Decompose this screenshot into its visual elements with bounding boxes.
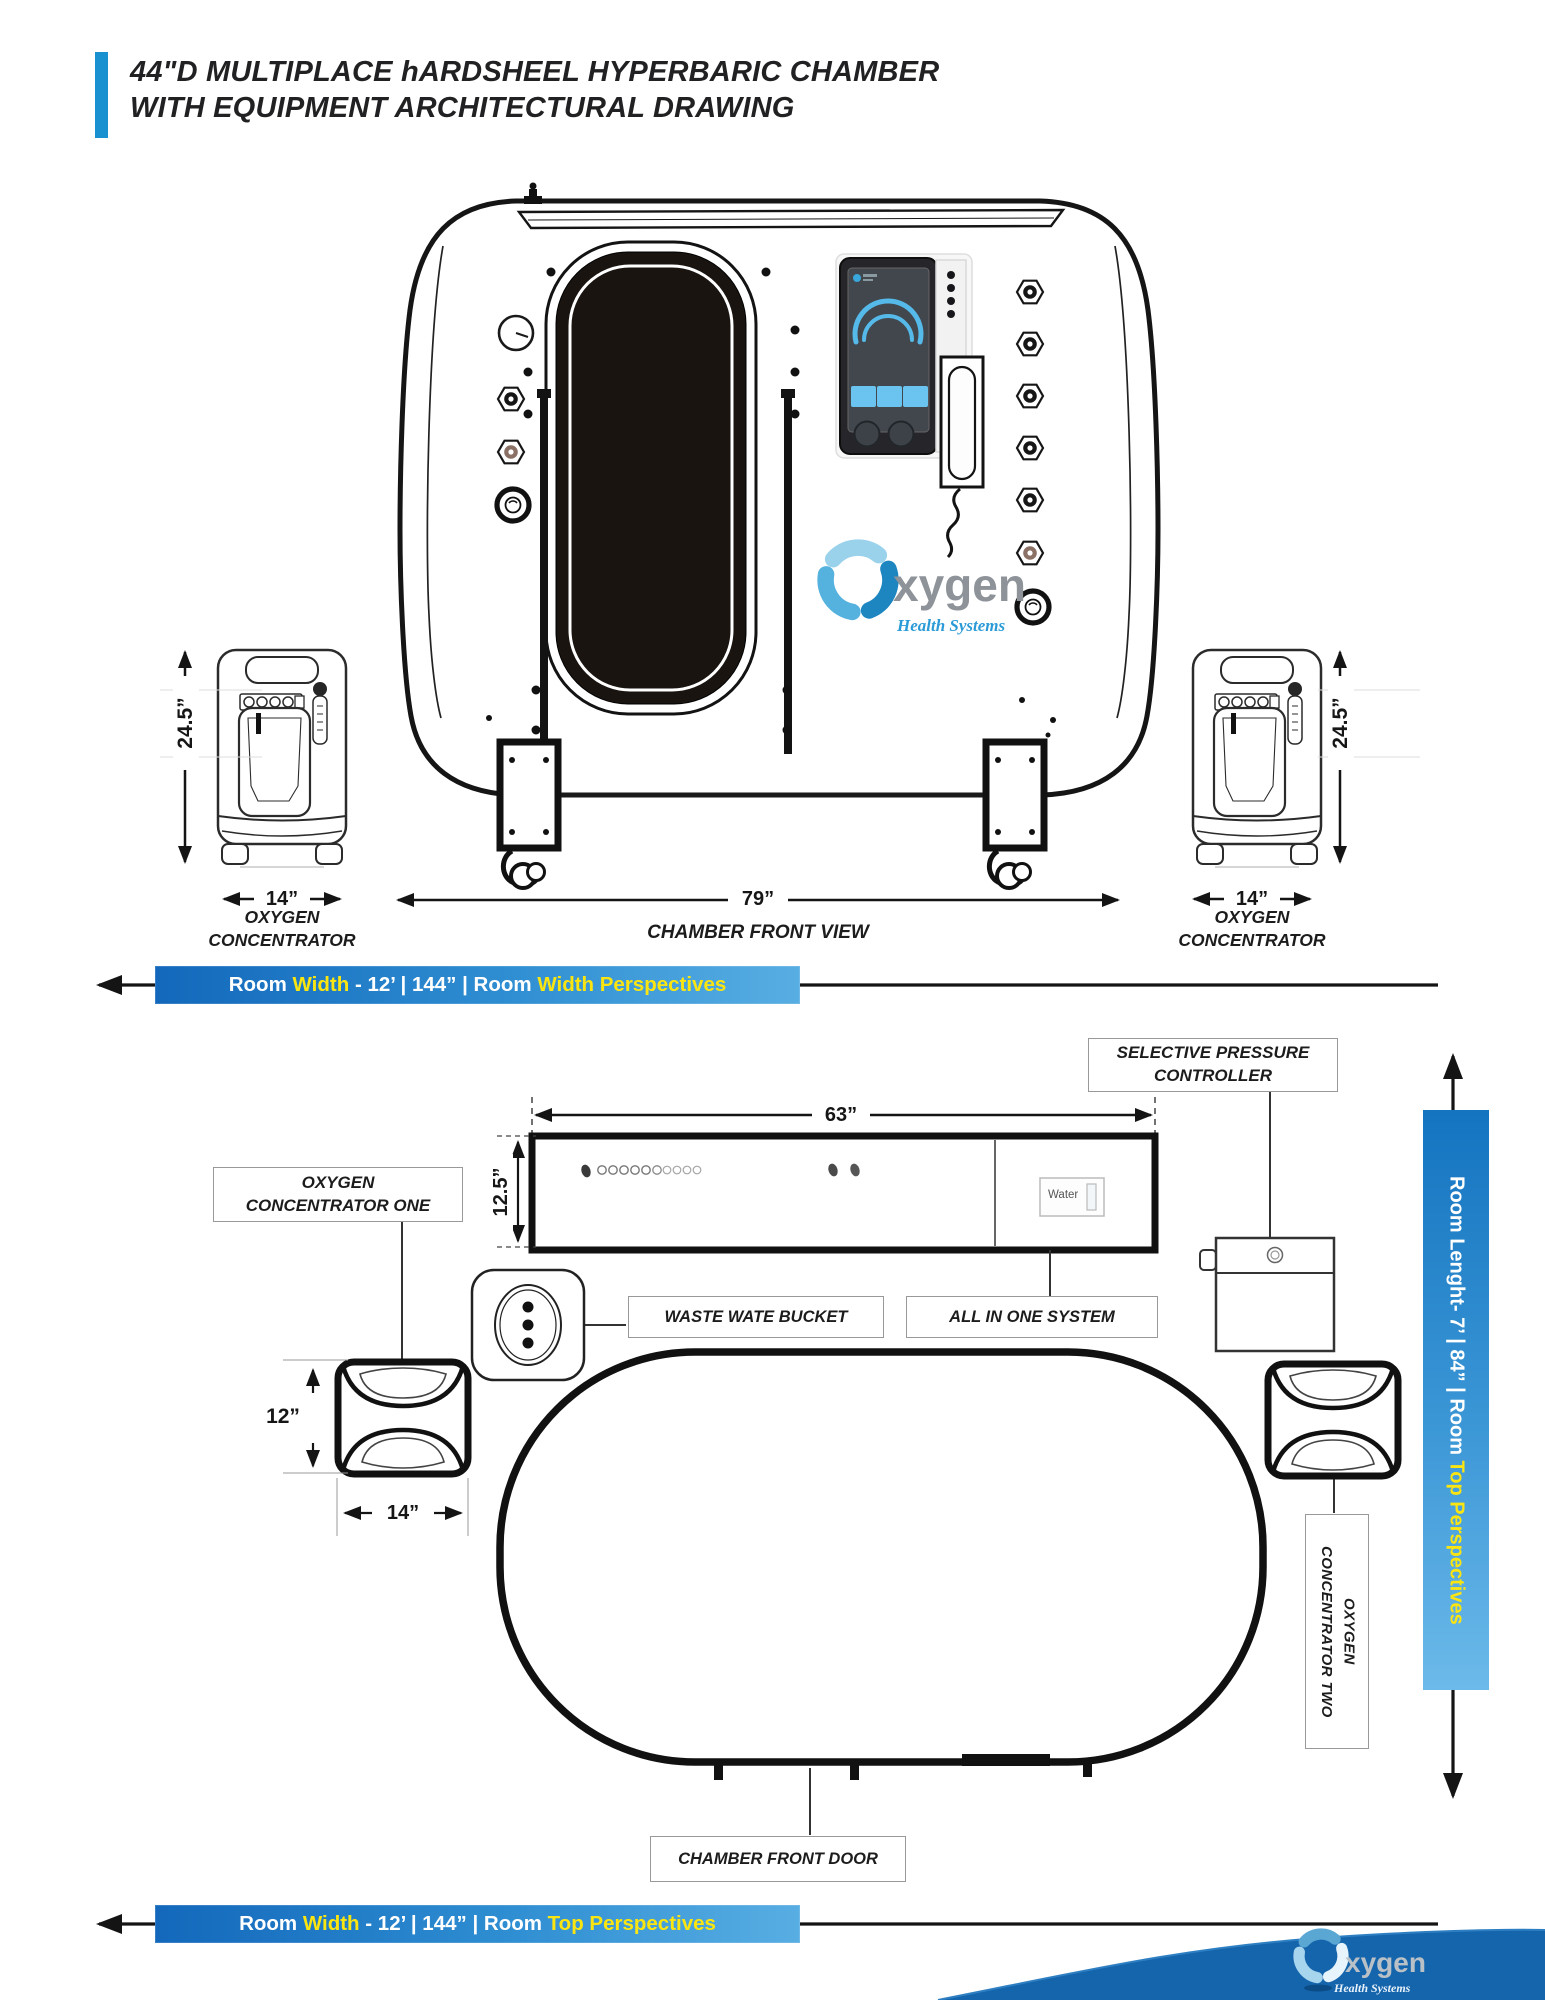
- caster-wheel-icon: [503, 851, 544, 888]
- water-label: Water: [1048, 1189, 1079, 1201]
- room-length-banner: Room Lenght- 7’ | 84” | Room Top Perspec…: [1423, 1110, 1489, 1690]
- logo-sub: Health Systems: [896, 616, 1006, 635]
- dim-right-concentrator-height: 24.5”: [1328, 676, 1354, 770]
- room-top-view: [283, 1092, 1398, 1835]
- front-view-caption: CHAMBER FRONT VIEW: [647, 922, 869, 943]
- concentrator-two-top-figure: [1268, 1364, 1398, 1476]
- dim-left-concentrator-height: 24.5”: [173, 676, 199, 770]
- phone-handset-icon: [939, 355, 985, 559]
- footer-logo-sub: Health Systems: [1333, 1981, 1411, 1995]
- vent-holes: [581, 1164, 702, 1178]
- concentrator-one-top-figure: [338, 1362, 468, 1474]
- logo-word: xygen: [893, 559, 1026, 611]
- waste-bucket-label: WASTE WATE BUCKET: [628, 1296, 884, 1338]
- footer-logo-word: xygen: [1345, 1947, 1426, 1978]
- selective-pressure-label: SELECTIVE PRESSURE CONTROLLER: [1088, 1038, 1338, 1092]
- pressure-controller-figure: [1199, 1236, 1336, 1353]
- chamber-legs: [496, 738, 1048, 888]
- ring-knob-icon: [497, 489, 529, 521]
- dim-left-concentrator-width: 14”: [265, 887, 299, 910]
- page-title: 44"D MULTIPLACE hARDSHEEL HYPERBARIC CHA…: [130, 54, 939, 126]
- dim-system-width: 63”: [812, 1102, 870, 1128]
- right-concentrator-label: OXYGEN CONCENTRATOR: [1178, 907, 1326, 951]
- dim-concentrator-width-top: 14”: [386, 1501, 420, 1524]
- chamber-front-door-label: CHAMBER FRONT DOOR: [650, 1836, 906, 1882]
- footer-wave-decoration: [937, 1928, 1545, 2000]
- concentrator-one-label: OXYGEN CONCENTRATOR ONE: [213, 1167, 463, 1222]
- dim-concentrator-depth: 12”: [266, 1405, 300, 1428]
- left-concentrator-label: OXYGEN CONCENTRATOR: [208, 907, 356, 951]
- relief-valve-icon: [524, 182, 542, 204]
- page-title-line1: 44"D MULTIPLACE hARDSHEEL HYPERBARIC CHA…: [130, 56, 940, 88]
- door-hinge-bars: [537, 389, 795, 754]
- hex-connector-icon: [496, 386, 526, 412]
- all-in-one-system-figure: [528, 1132, 1159, 1254]
- hex-connector-icon: [496, 439, 526, 465]
- chamber-door: [544, 240, 758, 716]
- pressure-gauge-icon: [497, 314, 535, 352]
- dim-system-depth: 12.5”: [489, 1154, 513, 1230]
- knob-dots: [828, 1163, 860, 1177]
- dim-chamber-width: 79”: [728, 886, 788, 913]
- chamber-top-view-oval: [496, 1348, 1267, 1766]
- door-marks: [714, 1754, 1092, 1780]
- room-width-front-banner: Room Width - 12’ | 144” | Room Width Per…: [155, 966, 800, 1004]
- dim-right-concentrator-width: 14”: [1235, 887, 1269, 910]
- waste-bucket-figure: [470, 1268, 586, 1382]
- room-width-top-banner: Room Width - 12’ | 144” | Room Top Persp…: [155, 1905, 800, 1943]
- all-in-one-label: ALL IN ONE SYSTEM: [906, 1296, 1158, 1338]
- concentrator-two-label: OXYGEN CONCENTRATOR TWO: [1305, 1514, 1369, 1749]
- right-concentrator-figure: [1191, 648, 1420, 906]
- title-accent-bar: [95, 52, 108, 138]
- caster-wheel-icon: [989, 851, 1030, 888]
- chamber-front-view: xygen Health Systems: [397, 182, 1161, 889]
- page-title-line2: WITH EQUIPMENT ARCHITECTURAL DRAWING: [130, 92, 795, 124]
- footer-logo: xygen Health Systems: [1292, 1927, 1426, 1995]
